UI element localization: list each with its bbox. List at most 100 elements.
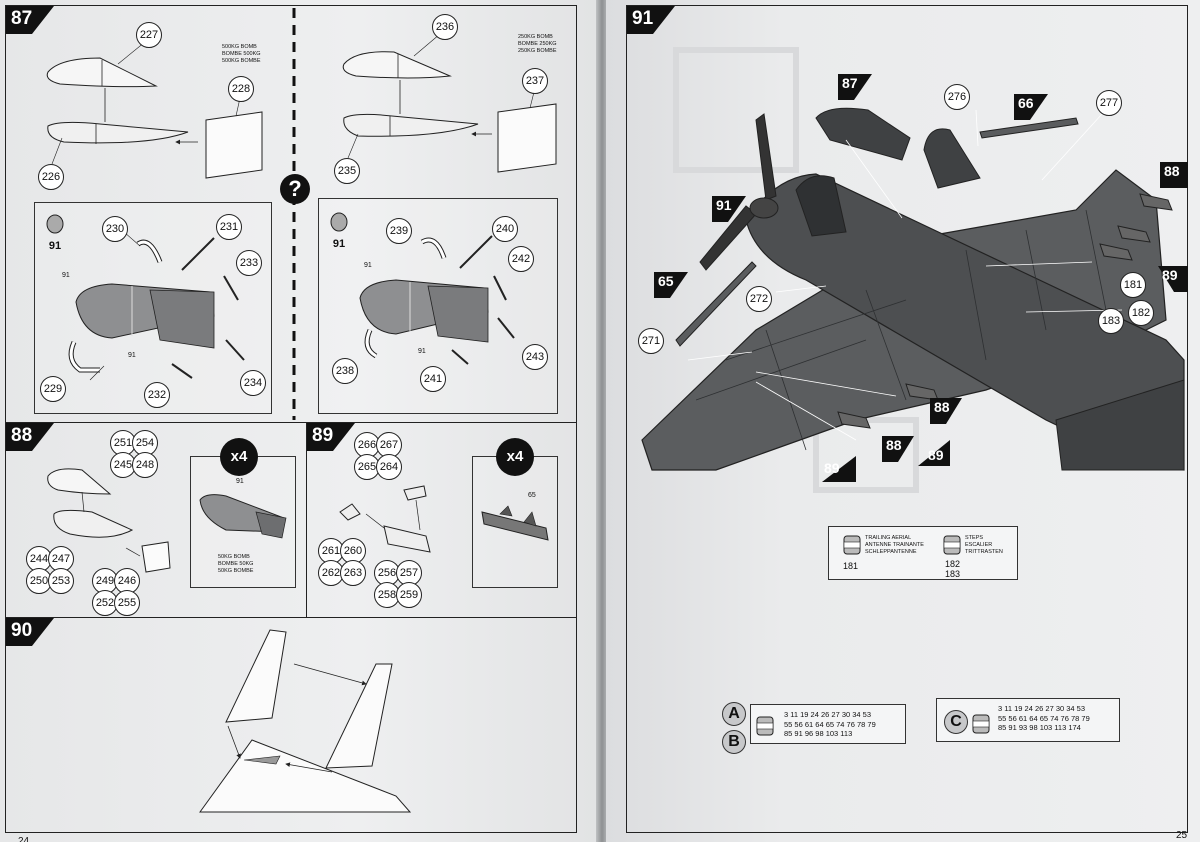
ref-tag-88-mid: 88 — [930, 398, 964, 429]
step-87-tag: 87 — [6, 6, 56, 34]
bomb-50kg-caption: 50KG BOMB BOMBE 50KG 50KG BOMBE — [218, 554, 254, 574]
bomb-500kg-drawing — [46, 41, 263, 179]
bomb-rack-assembly-drawing — [481, 505, 549, 541]
step-91-panel: 91 — [626, 5, 1188, 833]
part-276-callout: 276 — [944, 84, 970, 110]
bomb-250kg-drawing — [342, 33, 557, 173]
part-230-callout: 230 — [102, 216, 128, 242]
part-228-callout: 228 — [228, 76, 254, 102]
step-90-panel: 90 — [5, 617, 577, 833]
paint-pot-icon — [843, 535, 861, 555]
paint-pot-icon-ab — [756, 716, 774, 736]
part-226-callout: 226 — [38, 164, 64, 190]
part-271-callout: 271 — [638, 328, 664, 354]
part-253-callout: 253 — [48, 568, 74, 594]
step-89-ref: 65 — [528, 492, 536, 499]
part-240-callout: 240 — [492, 216, 518, 242]
part-252-callout: 252 — [92, 590, 118, 616]
ref-tag-91: 91 — [712, 196, 748, 227]
part-235-callout: 235 — [334, 158, 360, 184]
right-page: 91 — [606, 0, 1200, 842]
left-page: 87 ? 227 228 226 500KG BOMB BOMBE 500KG … — [0, 0, 598, 842]
step-89-number: 89 — [312, 425, 334, 446]
scheme-ab-codes-box — [750, 704, 906, 744]
ref-tag-89-right: 89 — [1158, 266, 1188, 297]
steps-part-183: 183 — [945, 569, 961, 579]
part-241-callout: 241 — [420, 366, 446, 392]
bomb-rack-drawing — [339, 485, 431, 553]
step-88-paint-ref: 91 — [236, 478, 244, 485]
part-257-callout: 257 — [396, 560, 422, 586]
aircraft-underside-drawing — [641, 47, 1185, 493]
scheme-c-codes: 3 11 19 24 26 27 30 34 53 55 56 61 64 65… — [998, 704, 1090, 732]
step-87-divider — [292, 8, 296, 420]
bomb-50kg-drawing — [47, 468, 171, 573]
part-262-callout: 262 — [318, 560, 344, 586]
step-88-number: 88 — [11, 425, 33, 446]
scheme-a-badge: A — [722, 702, 746, 726]
step-91-tag: 91 — [627, 6, 677, 34]
part-229-callout: 229 — [40, 376, 66, 402]
ref-tag-89-low: 89 — [918, 440, 950, 471]
part-183-callout: 183 — [1098, 308, 1124, 334]
scheme-ab-codes: 3 11 19 24 26 27 30 34 53 55 56 61 64 65… — [784, 710, 876, 738]
part-247-callout: 247 — [48, 546, 74, 572]
step-89-tag: 89 — [307, 423, 357, 451]
steps-label: STEPS ESCALIER TRITTRASTEN — [965, 535, 1003, 555]
part-236-callout: 236 — [432, 14, 458, 40]
step-89-multiplier: x4 — [496, 438, 534, 476]
paint-91-icon-label: 91 — [48, 240, 62, 252]
trailing-aerial-label: TRAILING AERIAL ANTENNE TRAINANTE SCHLEP… — [865, 535, 924, 555]
ref-tag-87: 87 — [838, 74, 874, 105]
part-232-callout: 232 — [144, 382, 170, 408]
part-277-callout: 277 — [1096, 90, 1122, 116]
paint-ref-91-b: 91 — [128, 352, 136, 359]
part-227-callout: 227 — [136, 22, 162, 48]
part-248-callout: 248 — [132, 452, 158, 478]
parts-legend: TRAILING AERIAL ANTENNE TRAINANTE SCHLEP… — [828, 526, 1018, 580]
part-255-callout: 255 — [114, 590, 140, 616]
ref-tag-88-low: 88 — [882, 436, 916, 467]
binding-gutter — [596, 0, 608, 842]
step-90-number: 90 — [11, 620, 33, 641]
tail-fin-drawing — [199, 629, 412, 813]
question-icon: ? — [280, 174, 310, 204]
paint-ref-91-c: 91 — [364, 262, 372, 269]
part-264-callout: 264 — [376, 454, 402, 480]
part-259-callout: 259 — [396, 582, 422, 608]
ref-tag-88-top: 88 — [1160, 162, 1188, 193]
part-231-callout: 231 — [216, 214, 242, 240]
part-261-callout: 261 — [318, 538, 344, 564]
part-234-callout: 234 — [240, 370, 266, 396]
bomb-500kg-assembly-drawing — [46, 214, 245, 381]
left-page-number: 24 — [18, 836, 30, 842]
part-249-callout: 249 — [92, 568, 118, 594]
step-91-number: 91 — [632, 8, 654, 29]
bomb-500kg-caption: 500KG BOMB BOMBE 500KG 500KG BOMBE — [222, 44, 261, 64]
part-254-callout: 254 — [132, 430, 158, 456]
step-88-multiplier: x4 — [220, 438, 258, 476]
ref-tag-89-left: 89 — [822, 456, 856, 487]
ref-tag-65: 65 — [654, 272, 690, 303]
part-181-callout: 181 — [1120, 272, 1146, 298]
part-265-callout: 265 — [354, 454, 380, 480]
part-238-callout: 238 — [332, 358, 358, 384]
part-263-callout: 263 — [340, 560, 366, 586]
bomb-250kg-caption: 250KG BOMB BOMBE 250KG 250KG BOMBE — [518, 34, 557, 54]
bomb-250kg-assembly-drawing — [330, 212, 515, 365]
part-246-callout: 246 — [114, 568, 140, 594]
right-page-number: 25 — [1176, 830, 1188, 841]
paint-ref-91-d: 91 — [418, 348, 426, 355]
part-182-callout: 182 — [1128, 300, 1154, 326]
ref-tag-66: 66 — [1014, 94, 1050, 125]
step-88-tag: 88 — [6, 423, 56, 451]
scheme-b-badge: B — [722, 730, 746, 754]
part-237-callout: 237 — [522, 68, 548, 94]
part-239-callout: 239 — [386, 218, 412, 244]
step-90-tag: 90 — [6, 618, 56, 646]
part-242-callout: 242 — [508, 246, 534, 272]
part-233-callout: 233 — [236, 250, 262, 276]
bomb-50kg-assembly-drawing — [199, 494, 287, 539]
paint-pot-icon-c — [972, 714, 990, 734]
part-243-callout: 243 — [522, 344, 548, 370]
